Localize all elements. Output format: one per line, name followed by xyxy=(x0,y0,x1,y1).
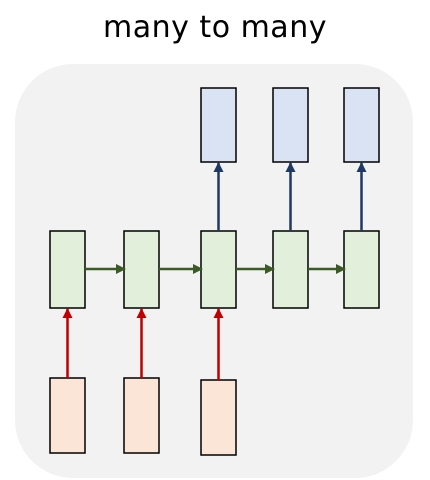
hidden-cell-2 xyxy=(123,230,160,309)
output-cell-4 xyxy=(272,87,309,163)
hidden-cell-4 xyxy=(272,230,309,309)
hidden-cell-3 xyxy=(200,230,237,309)
output-cell-5 xyxy=(343,87,380,163)
input-cell-3 xyxy=(200,379,237,456)
hidden-cell-1 xyxy=(49,230,86,309)
input-cell-1 xyxy=(49,377,86,454)
diagram-title: many to many xyxy=(103,10,327,45)
output-cell-3 xyxy=(200,87,237,163)
input-cell-2 xyxy=(123,377,160,454)
hidden-cell-5 xyxy=(343,230,380,309)
